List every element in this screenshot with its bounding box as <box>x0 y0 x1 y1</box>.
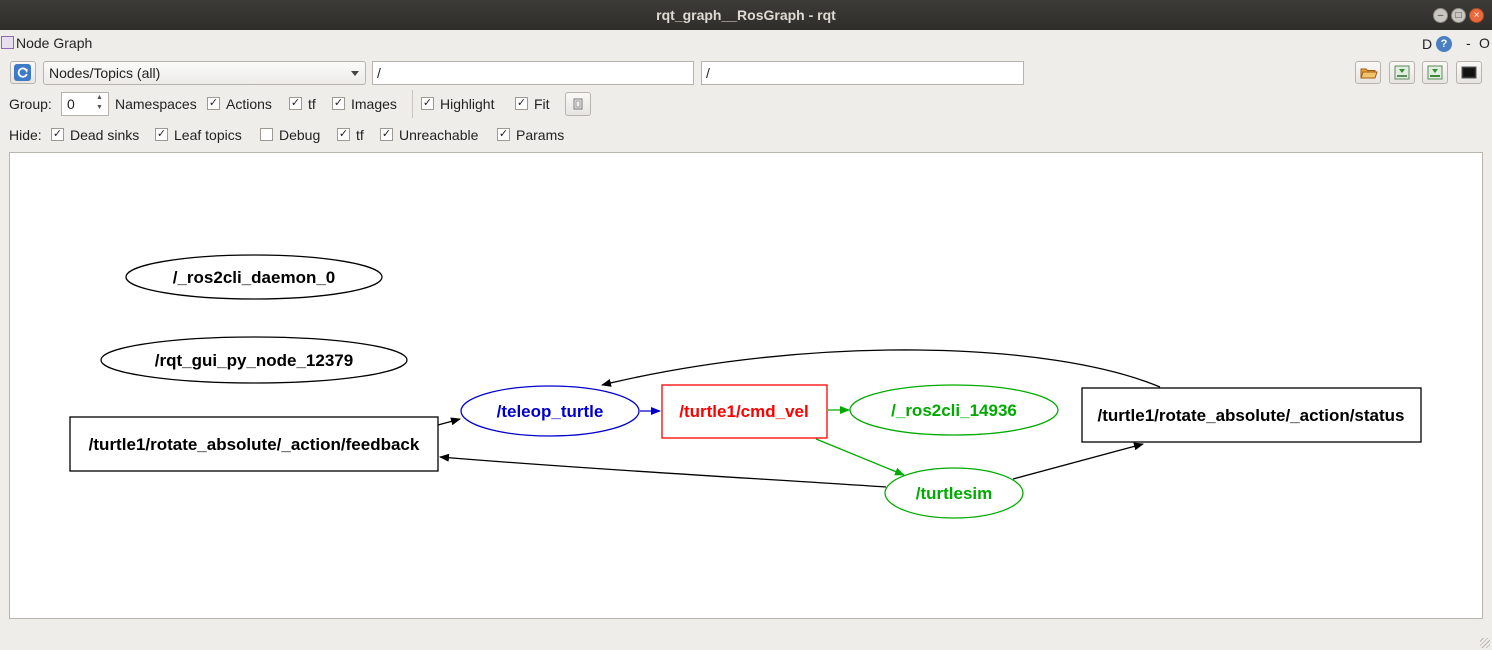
hide-tf-label: tf <box>356 127 364 143</box>
options-separator <box>412 90 413 118</box>
unreachable-label: Unreachable <box>399 127 479 143</box>
maximize-window-icon[interactable]: □ <box>1451 8 1466 23</box>
images-checkbox[interactable]: ✓ <box>332 97 345 110</box>
refresh-icon <box>14 64 31 81</box>
chevron-down-icon <box>351 71 359 76</box>
fit-view-button[interactable] <box>565 92 591 116</box>
namespaces-label[interactable]: Namespaces <box>115 96 197 112</box>
plugin-title: Node Graph <box>16 35 93 51</box>
unreachable-checkbox[interactable]: ✓ <box>380 128 393 141</box>
leaf-topics-checkbox[interactable]: ✓ <box>155 128 168 141</box>
graph-node-label: /turtle1/rotate_absolute/_action/status <box>1097 406 1404 425</box>
mode-select-value: Nodes/Topics (all) <box>49 65 161 81</box>
minimize-window-icon[interactable]: – <box>1433 8 1448 23</box>
edge-cmd-vel-to-turtlesim <box>815 438 905 476</box>
save-dot-icon <box>1394 65 1410 80</box>
fit-view-icon <box>573 98 583 110</box>
spin-down-icon[interactable]: ▼ <box>96 104 103 111</box>
save-dot-button[interactable] <box>1389 61 1415 84</box>
window-titlebar: rqt_graph__RosGraph - rqt <box>0 0 1492 30</box>
node-filter-input[interactable]: / <box>372 61 694 85</box>
actions-checkbox[interactable]: ✓ <box>207 97 220 110</box>
tf-checkbox[interactable]: ✓ <box>289 97 302 110</box>
dead-sinks-checkbox[interactable]: ✓ <box>51 128 64 141</box>
group-spinbox[interactable]: 0 ▲ ▼ <box>61 92 109 116</box>
graph-node-label: /turtle1/cmd_vel <box>679 402 808 421</box>
highlight-checkbox[interactable]: ✓ <box>421 97 434 110</box>
dead-sinks-label: Dead sinks <box>70 127 140 143</box>
fit-checkbox[interactable]: ✓ <box>515 97 528 110</box>
hide-tf-checkbox[interactable]: ✓ <box>337 128 350 141</box>
edge-turtlesim-to-status <box>1012 442 1144 480</box>
topic-filter-input[interactable]: / <box>701 61 1024 85</box>
dock-minimize-button[interactable]: - <box>1466 35 1471 51</box>
load-dot-button[interactable] <box>1355 61 1381 84</box>
save-svg-button[interactable] <box>1422 61 1448 84</box>
fit-label: Fit <box>534 96 550 112</box>
spin-up-icon[interactable]: ▲ <box>96 94 103 101</box>
graph-canvas[interactable]: /_ros2cli_daemon_0 /rqt_gui_py_node_1237… <box>9 152 1483 619</box>
leaf-topics-label: Leaf topics <box>174 127 242 143</box>
images-label: Images <box>351 96 397 112</box>
graph-node-label: /_ros2cli_daemon_0 <box>173 268 336 287</box>
group-label: Group: <box>9 96 52 112</box>
graph-node-turtlesim[interactable]: /turtlesim <box>884 467 1024 519</box>
mode-select[interactable]: Nodes/Topics (all) <box>43 61 366 85</box>
close-window-icon[interactable]: × <box>1469 8 1484 23</box>
refresh-button[interactable] <box>10 61 36 84</box>
save-svg-icon <box>1427 65 1443 80</box>
highlight-label: Highlight <box>440 96 495 112</box>
plugin-icon <box>1 36 14 49</box>
graph-node-status-topic[interactable]: /turtle1/rotate_absolute/_action/status <box>1081 387 1422 443</box>
graph-node-label: /_ros2cli_14936 <box>891 401 1017 420</box>
node-graph: /_ros2cli_daemon_0 /rqt_gui_py_node_1237… <box>69 254 1422 519</box>
graph-node-teleop-turtle[interactable]: /teleop_turtle <box>460 385 640 437</box>
graph-node-label: /teleop_turtle <box>497 402 604 421</box>
hide-label: Hide: <box>9 127 42 143</box>
edge-status-to-teleop <box>601 349 1161 388</box>
edge-feedback-to-teleop <box>437 417 461 426</box>
window-title: rqt_graph__RosGraph - rqt <box>656 7 836 23</box>
params-label: Params <box>516 127 565 143</box>
dock-d-button[interactable]: D <box>1422 36 1433 52</box>
group-value: 0 <box>67 96 75 112</box>
graph-node-ros2cli[interactable]: /_ros2cli_14936 <box>849 384 1059 436</box>
edge-turtlesim-to-feedback <box>439 453 887 488</box>
dock-close-button[interactable]: O <box>1479 35 1490 51</box>
graph-node-feedback-topic[interactable]: /turtle1/rotate_absolute/_action/feedbac… <box>69 416 439 472</box>
actions-label: Actions <box>226 96 272 112</box>
debug-label: Debug <box>279 127 321 143</box>
graph-node-cmd-vel-topic[interactable]: /turtle1/cmd_vel <box>661 384 828 439</box>
graph-node-rqt-gui[interactable]: /rqt_gui_py_node_12379 <box>100 336 408 384</box>
graph-node-ros2cli-daemon[interactable]: /_ros2cli_daemon_0 <box>125 254 383 300</box>
graph-node-label: /turtlesim <box>916 484 993 503</box>
tf-label: tf <box>308 96 316 112</box>
resize-grip-icon[interactable] <box>1480 638 1490 648</box>
help-icon[interactable]: ? <box>1436 36 1452 52</box>
graph-node-label: /rqt_gui_py_node_12379 <box>155 351 353 370</box>
folder-open-icon <box>1360 68 1378 79</box>
params-checkbox[interactable]: ✓ <box>497 128 510 141</box>
screen-icon <box>1461 66 1477 79</box>
graph-node-label: /turtle1/rotate_absolute/_action/feedbac… <box>89 435 420 454</box>
debug-checkbox[interactable] <box>260 128 273 141</box>
save-image-button[interactable] <box>1456 61 1482 84</box>
